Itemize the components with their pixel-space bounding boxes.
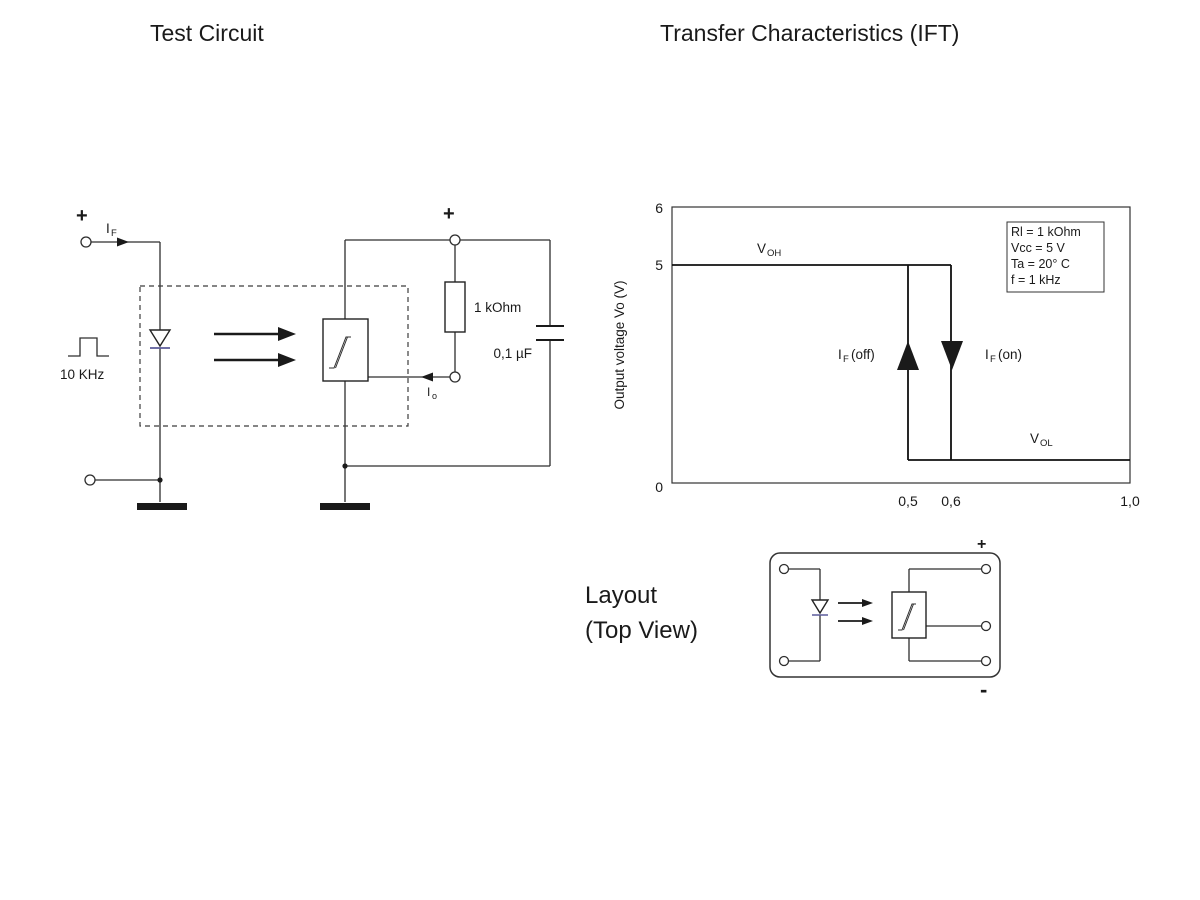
resistor-symbol: [444, 281, 466, 333]
square-wave-icon: [68, 337, 109, 357]
if-on-label: I: [985, 347, 989, 362]
y-axis-label: Output voltage Vo (V): [612, 280, 627, 409]
ground-symbol-left: [137, 503, 187, 510]
junction-dot: [157, 477, 163, 483]
light-arrowhead-top-icon: [278, 327, 296, 341]
package-light-arrowhead-bottom-icon: [862, 617, 873, 625]
if-off-label-rest: (off): [851, 347, 875, 362]
voh-label: V: [757, 241, 766, 256]
if-arrowhead-icon: [117, 237, 129, 247]
transfer-characteristics-chart: Output voltage Vo (V) 6 5 0 0,5 0,6 1,0 …: [612, 200, 1140, 509]
pin-gnd: [980, 655, 992, 667]
y-tick-6: 6: [655, 200, 663, 216]
led-diode-icon: [148, 329, 172, 348]
ground-symbol-right: [320, 503, 370, 510]
package-plus-label: +: [977, 536, 986, 553]
package-outline: [769, 552, 1001, 678]
legend-line-f: f = 1 kHz: [1011, 273, 1061, 287]
pin-vcc: [980, 563, 992, 575]
x-tick-1-0: 1,0: [1120, 493, 1140, 509]
legend-box: [1006, 221, 1105, 293]
pin-cathode: [778, 655, 790, 667]
y-tick-0: 0: [655, 479, 663, 495]
test-circuit-diagram: 1 kOhm 0,1 µF + + I F 10 KHz I o: [60, 203, 564, 510]
vol-label-sub: OL: [1040, 438, 1053, 449]
if-current-label: I: [106, 221, 110, 236]
pin-output: [980, 620, 992, 632]
plot-frame: [671, 206, 1131, 484]
if-current-label-sub: F: [111, 228, 117, 239]
legend-line-ta: Ta = 20° C: [1011, 257, 1070, 271]
layout-title-line1: Layout: [585, 582, 657, 609]
legend-line-rl: Rl = 1 kOhm: [1011, 225, 1081, 239]
if-off-label: I: [838, 347, 842, 362]
schmitt-trigger-box: [322, 318, 369, 382]
y-tick-5: 5: [655, 257, 663, 273]
io-current-label-sub: o: [432, 391, 437, 401]
vcc-terminal: [449, 234, 461, 246]
capacitor-symbol: [536, 325, 564, 341]
voh-label-sub: OH: [767, 248, 781, 259]
package-led-icon: [810, 599, 830, 615]
vol-label: V: [1030, 431, 1039, 446]
layout-top-view: Layout (Top View) + -: [585, 536, 1001, 702]
output-wires: [344, 239, 551, 502]
package-light-arrowhead-top-icon: [862, 599, 873, 607]
x-tick-0-6: 0,6: [941, 493, 961, 509]
if-on-label-rest: (on): [998, 347, 1022, 362]
io-arrowhead-icon: [421, 372, 433, 382]
vcc-plus-label: +: [443, 203, 455, 225]
if-off-label-sub: F: [843, 354, 849, 365]
if-off-up-arrow-icon: [897, 341, 919, 370]
transfer-characteristics-title: Transfer Characteristics (IFT): [660, 20, 959, 46]
package-internal-wires: [789, 568, 981, 662]
input-minus-terminal: [84, 474, 96, 486]
test-circuit-title: Test Circuit: [150, 20, 264, 46]
light-arrowhead-bottom-icon: [278, 353, 296, 367]
junction-dot: [342, 463, 348, 469]
input-plus-label: +: [76, 205, 88, 227]
io-current-label: I: [427, 385, 430, 399]
if-on-label-sub: F: [990, 354, 996, 365]
optocoupler-dashed-outline: [139, 285, 409, 427]
package-hysteresis-glyph-icon: [898, 603, 916, 631]
package-minus-label: -: [980, 677, 987, 702]
pin-anode: [778, 563, 790, 575]
frequency-label: 10 KHz: [60, 367, 105, 382]
output-terminal: [449, 371, 461, 383]
capacitor-value-label: 0,1 µF: [493, 346, 532, 361]
resistor-value-label: 1 kOhm: [474, 300, 521, 315]
layout-title-line2: (Top View): [585, 617, 698, 644]
input-plus-terminal: [80, 236, 92, 248]
hysteresis-glyph-icon: [329, 336, 351, 369]
x-tick-0-5: 0,5: [898, 493, 918, 509]
legend-line-vcc: Vcc = 5 V: [1011, 241, 1066, 255]
if-on-down-arrow-icon: [941, 341, 963, 370]
